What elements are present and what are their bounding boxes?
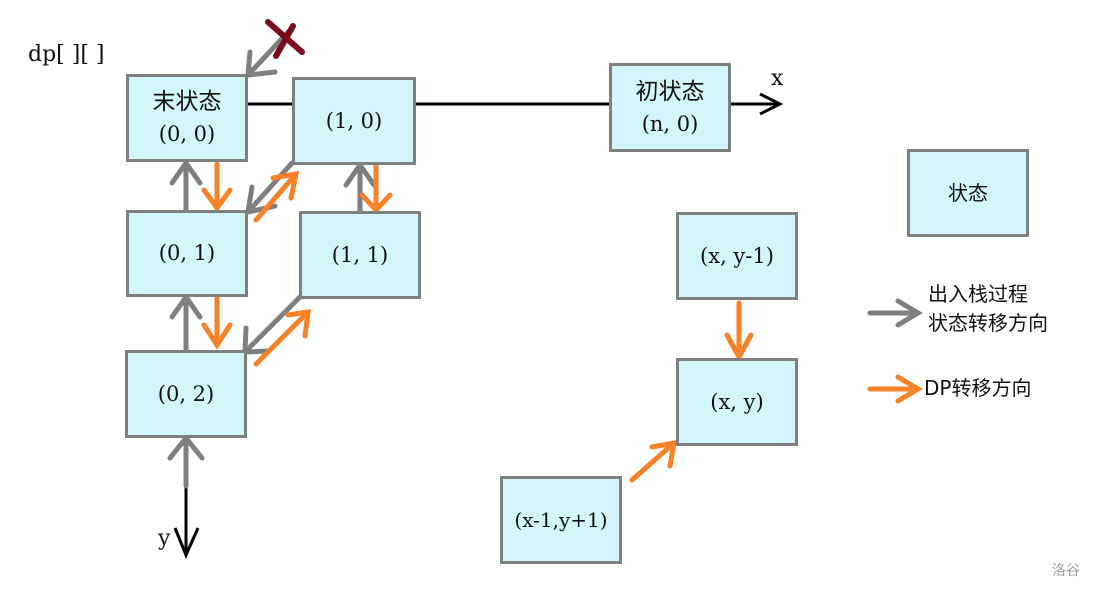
orange-arrow-02-to-11 xyxy=(253,309,311,367)
legend-orange-text: DP转移方向 xyxy=(924,376,1032,400)
orange-arrowhead-10-to-11 xyxy=(359,192,393,214)
legend-gray-arrowhead xyxy=(895,298,923,328)
node-x-minus-1-y-plus-1: (x-1,y+1) xyxy=(500,476,622,564)
node-coord: (1, 1) xyxy=(331,242,389,267)
node-0-1: (0, 1) xyxy=(126,210,248,297)
node-title: 状态 xyxy=(948,180,988,205)
node-coord: (x, y) xyxy=(710,389,764,414)
gray-arrow-11-to-02 xyxy=(242,294,303,355)
orange-arrowhead-diag-to-xy xyxy=(649,439,678,469)
y-axis-label: y xyxy=(158,526,171,551)
orange-arrowhead-up-to-xy xyxy=(724,332,754,363)
node-start-state: 初状态 (n, 0) xyxy=(609,63,731,152)
node-1-1: (1, 1) xyxy=(299,211,421,299)
cross-mark-stroke-2 xyxy=(273,23,296,59)
orange-arrowhead-01-to-10 xyxy=(270,170,300,201)
node-0-2: (0, 2) xyxy=(125,350,247,438)
gray-arrowhead-11-to-10 xyxy=(343,160,377,188)
node-coord: (0, 1) xyxy=(158,241,216,266)
node-1-0: (1, 0) xyxy=(292,77,416,165)
node-coord: (0, 2) xyxy=(157,381,215,406)
x-axis-label: x xyxy=(771,66,784,91)
watermark: 洛谷 xyxy=(1052,563,1080,579)
node-coord: (n, 0) xyxy=(641,111,699,136)
x-axis-arrowhead xyxy=(759,92,784,116)
legend-state-box: 状态 xyxy=(907,149,1029,237)
orange-arrowhead-01-to-02 xyxy=(201,322,233,350)
node-title: 初状态 xyxy=(635,78,705,105)
orange-arrowhead-00-to-01 xyxy=(201,187,233,213)
legend-gray-line-1: 出入栈过程 xyxy=(928,282,1028,306)
node-title: 末状态 xyxy=(152,89,222,116)
orange-arrowhead-02-to-11 xyxy=(285,309,311,339)
legend-gray-text: 出入栈过程 状态转移方向 xyxy=(928,280,1048,338)
node-coord: (0, 0) xyxy=(158,122,216,147)
node-end-state: 末状态 (0, 0) xyxy=(126,74,248,162)
y-axis-arrowhead xyxy=(173,527,200,559)
node-coord: (x-1,y+1) xyxy=(514,507,608,532)
orange-arrow-01-to-10 xyxy=(253,171,299,223)
node-x-y-minus-1: (x, y-1) xyxy=(676,212,798,300)
dp-title: dp[ ][ ] xyxy=(28,42,105,67)
legend-gray-line-2: 状态转移方向 xyxy=(928,311,1048,335)
gray-arrowhead-02-to-01 xyxy=(169,292,203,320)
node-x-y: (x, y) xyxy=(676,358,798,446)
gray-arrowhead-crossed xyxy=(245,49,278,78)
node-coord: (x, y-1) xyxy=(700,243,774,268)
gray-arrowhead-y-to-02 xyxy=(167,433,205,461)
node-coord: (1, 0) xyxy=(325,108,383,133)
orange-arrow-diag-to-xy xyxy=(629,440,677,483)
gray-arrowhead-01-to-00 xyxy=(169,158,203,186)
gray-arrow-10-to-01 xyxy=(245,160,295,215)
legend-orange-arrowhead xyxy=(895,374,923,404)
